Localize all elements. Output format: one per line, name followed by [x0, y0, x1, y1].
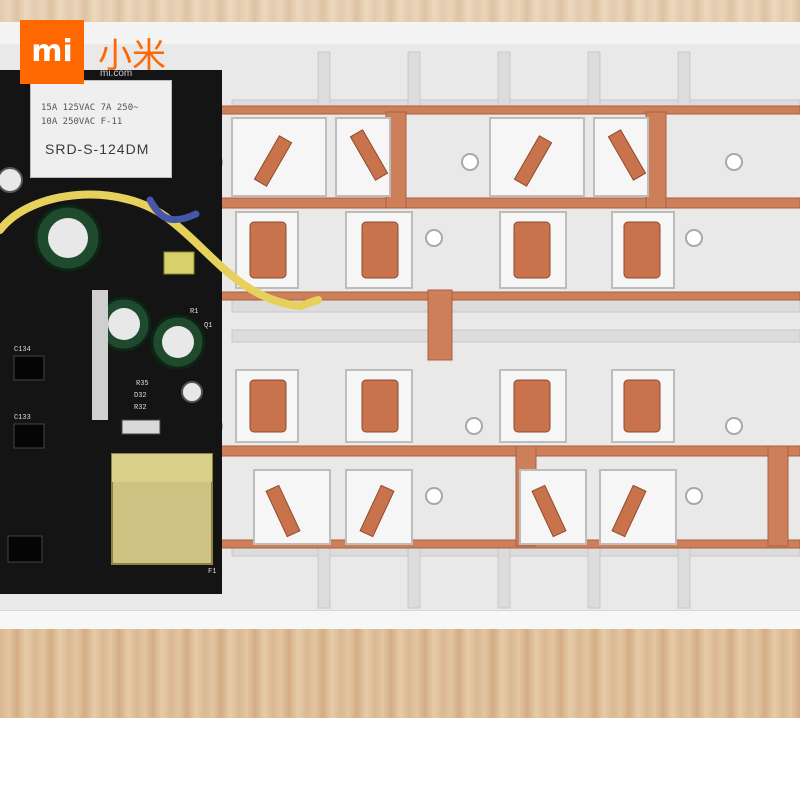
pcb-label-q1: Q1: [204, 322, 213, 330]
brand-url: mi.com: [100, 68, 133, 79]
wood-surface-bottom: [0, 628, 800, 718]
pcb-label-c133: C133: [14, 414, 31, 422]
capacitors: [0, 167, 206, 403]
copper-contacts: [249, 129, 661, 538]
relay-rating-2: 10A 250VAC F-11: [41, 117, 123, 127]
relay-model: SRD-S-124DM: [45, 141, 150, 157]
pcb-label-f1: F1: [208, 568, 217, 576]
relay: 15A 125VAC 7A 250~ 10A 250VAC F-11 SRD-S…: [30, 80, 172, 178]
pcb-label-c134: C134: [14, 346, 31, 354]
xiaomi-mi-logo-icon: mi: [20, 20, 84, 84]
pcb-label-r35: R35: [136, 380, 149, 388]
blue-wire: [146, 196, 200, 224]
pcb-label-r32: R32: [134, 404, 147, 412]
housing-top-edge: [0, 22, 800, 44]
pcb-label-r1: R1: [190, 308, 199, 316]
inductors: [111, 251, 213, 565]
housing-bottom-lip: [0, 610, 800, 629]
relay-rating-1: 15A 125VAC 7A 250~: [41, 103, 139, 113]
chips: [7, 355, 161, 563]
heatsink-plate: [92, 290, 108, 420]
pcb-label-d32: D32: [134, 392, 147, 400]
brand-name: 小米: [98, 36, 166, 76]
